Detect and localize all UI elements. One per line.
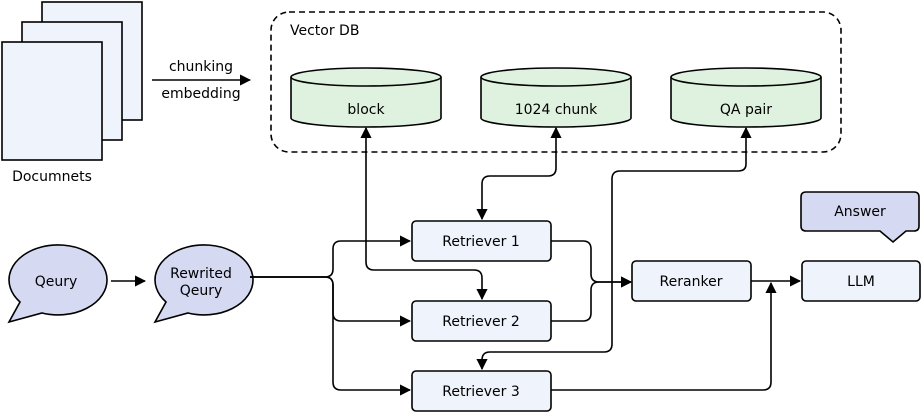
db-store-qa-pair: QA pair (670, 67, 822, 128)
chunking-label: chunking (169, 59, 233, 75)
retriever-1-box: Retriever 1 (411, 220, 552, 262)
rewritten-query-bubble: Rewrited Qeury (153, 244, 254, 324)
db-store-label: block (347, 102, 385, 118)
retriever-label: Retriever 3 (442, 384, 519, 400)
query-bubble: Qeury (7, 244, 108, 324)
db-store-1024-chunk: 1024 chunk (480, 67, 632, 128)
rewritten-query-line2: Qeury (180, 283, 223, 299)
answer-callout: Answer (800, 191, 920, 244)
retriever-3-box: Retriever 3 (411, 370, 552, 412)
llm-box: LLM (801, 260, 921, 302)
db-store-block: block (290, 67, 442, 128)
retriever2-to-reranker-edge (551, 276, 633, 322)
rewrite-to-retriever1-edge (250, 235, 412, 278)
rewritten-query-line1: Rewrited (170, 266, 232, 282)
retriever-label: Retriever 1 (442, 234, 519, 250)
chunk-to-retriever1-edge (476, 126, 562, 221)
rewrite-to-retriever3-edge (250, 276, 412, 396)
retriever3-to-llm-edge (551, 281, 777, 391)
documents-label: Documnets (12, 169, 92, 185)
rewrite-to-retriever2-edge (250, 276, 412, 327)
llm-label: LLM (847, 274, 875, 290)
reranker-box: Reranker (631, 260, 752, 302)
vector-db-title: Vector DB (290, 23, 359, 39)
reranker-label: Reranker (660, 274, 723, 290)
documents-stack-icon (1, 1, 143, 161)
retriever1-to-reranker-edge (551, 240, 633, 288)
retriever-label: Retriever 2 (442, 314, 519, 330)
retriever-2-box: Retriever 2 (411, 300, 552, 342)
qa-to-retriever3-edge (476, 126, 752, 371)
query-label: Qeury (35, 274, 78, 290)
block-to-retriever2-edge (360, 126, 488, 301)
embedding-label: embedding (161, 86, 240, 102)
db-store-label: QA pair (720, 102, 772, 118)
db-store-label: 1024 chunk (515, 102, 598, 118)
answer-label: Answer (834, 204, 886, 220)
